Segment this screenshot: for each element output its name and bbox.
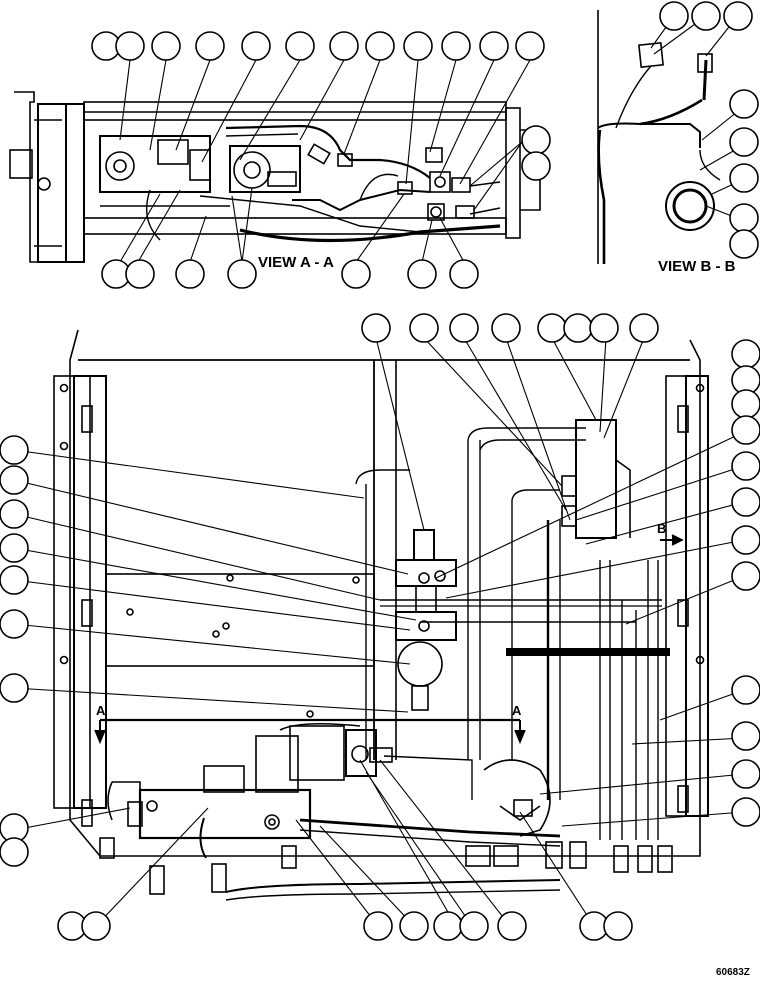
callout-balloon <box>403 31 433 61</box>
callout-balloon <box>691 1 721 31</box>
callout-balloon <box>399 911 429 941</box>
callout-balloon <box>729 89 759 119</box>
view-aa-drawing <box>9 91 541 263</box>
callout-balloon <box>407 259 437 289</box>
callout-balloon <box>0 609 29 639</box>
callout-balloon <box>459 911 489 941</box>
callout-balloon <box>125 259 155 289</box>
callout-balloon <box>731 561 760 591</box>
callout-balloon <box>491 313 521 343</box>
callout-balloon <box>731 721 760 751</box>
callout-balloon <box>479 31 509 61</box>
callout-balloon <box>497 911 527 941</box>
section-a-marker-left: A <box>96 703 106 718</box>
callout-balloon <box>659 1 689 31</box>
main-assembly-drawing <box>53 329 709 901</box>
callout-balloon <box>227 259 257 289</box>
callout-balloon <box>731 759 760 789</box>
callout-balloon <box>521 125 551 155</box>
figure-id: 60683Z <box>716 967 750 978</box>
callout-balloons <box>0 1 760 941</box>
callout-balloon <box>731 797 760 827</box>
callout-balloon <box>241 31 271 61</box>
callout-balloon <box>449 259 479 289</box>
callout-balloon <box>515 31 545 61</box>
callout-balloon <box>0 499 29 529</box>
view-aa-leaders <box>119 59 531 263</box>
callout-balloon <box>731 525 760 555</box>
callout-balloon <box>433 911 463 941</box>
section-b-marker: B <box>657 521 667 536</box>
callout-balloon <box>731 451 760 481</box>
callout-balloon <box>629 313 659 343</box>
callout-balloon <box>0 435 29 465</box>
callout-balloon <box>341 259 371 289</box>
callout-balloon <box>409 313 439 343</box>
callout-balloon <box>731 339 760 369</box>
callout-balloon <box>363 911 393 941</box>
callout-balloon <box>0 565 29 595</box>
callout-balloon <box>521 151 551 181</box>
callout-balloon <box>603 911 633 941</box>
callout-balloon <box>729 127 759 157</box>
callout-balloon <box>151 31 181 61</box>
view-bb-drawing <box>597 10 721 264</box>
callout-balloon <box>81 911 111 941</box>
callout-balloon <box>731 415 760 445</box>
callout-balloon <box>537 313 567 343</box>
callout-balloon <box>563 313 593 343</box>
callout-balloon <box>729 203 759 233</box>
view-b-b-caption: VIEW B - B <box>658 258 736 275</box>
callout-balloon <box>285 31 315 61</box>
callout-balloon <box>449 313 479 343</box>
callout-balloon <box>589 313 619 343</box>
callout-balloon <box>729 229 759 259</box>
callout-balloon <box>0 837 29 867</box>
callout-balloon <box>175 259 205 289</box>
callout-balloon <box>729 163 759 193</box>
callout-balloon <box>365 31 395 61</box>
section-a-marker-right: A <box>512 703 522 718</box>
view-a-a-caption: VIEW A - A <box>258 254 334 271</box>
callout-balloon <box>723 1 753 31</box>
callout-balloon <box>731 389 760 419</box>
callout-balloon <box>115 31 145 61</box>
callout-balloon <box>361 313 391 343</box>
callout-balloon <box>0 673 29 703</box>
callout-balloon <box>329 31 359 61</box>
callout-balloon <box>731 487 760 517</box>
callout-balloon <box>0 465 29 495</box>
callout-balloon <box>441 31 471 61</box>
callout-balloon <box>0 533 29 563</box>
callout-balloon <box>731 675 760 705</box>
main-assembly-leaders <box>13 337 745 927</box>
callout-balloon <box>195 31 225 61</box>
